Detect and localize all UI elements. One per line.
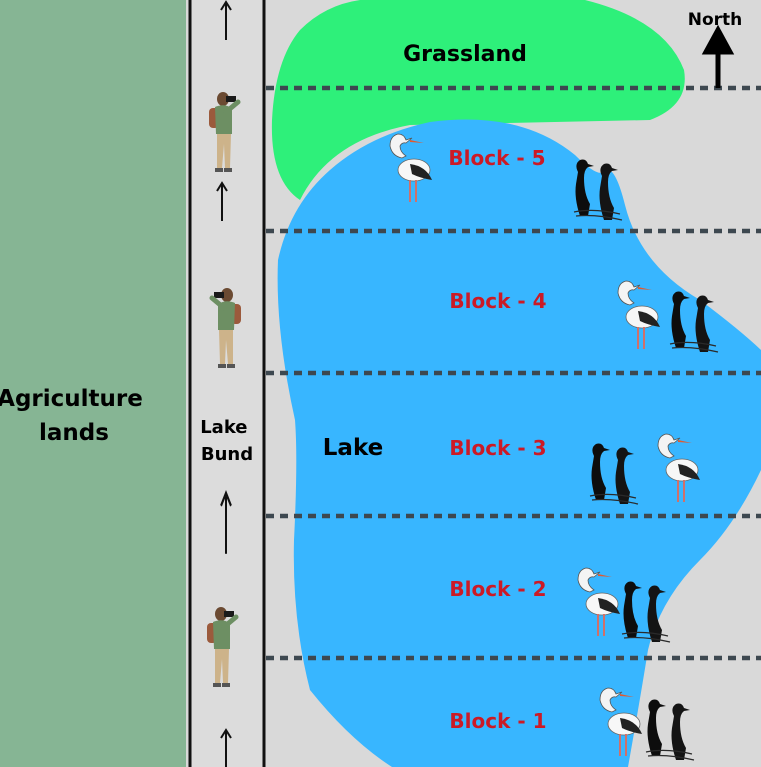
block-label: Block - 1: [449, 709, 546, 733]
agriculture-label: Agriculture lands: [0, 386, 151, 446]
lake-label: Lake: [323, 435, 383, 461]
north-label: North: [688, 10, 743, 30]
grassland-label: Grassland: [403, 42, 527, 67]
agriculture-lands-area: [0, 0, 186, 767]
lake-area: [277, 119, 761, 767]
block-dividers: [266, 85, 761, 661]
north-arrow-icon: [701, 24, 735, 88]
lake-bund-label-line1: Lake: [200, 417, 247, 438]
lake-bund-label-line2: Bund: [201, 444, 253, 465]
block-label: Block - 5: [448, 146, 545, 170]
agriculture-label-line1: Agriculture: [0, 386, 143, 412]
lake-bund-label: Lake Bund: [200, 417, 254, 465]
north-indicator: North: [688, 10, 743, 88]
block-label: Block - 3: [449, 436, 546, 460]
agriculture-label-line2: lands: [39, 420, 109, 446]
block-label: Block - 2: [449, 577, 546, 601]
grassland-area: [271, 0, 685, 200]
block-label: Block - 4: [449, 289, 546, 313]
